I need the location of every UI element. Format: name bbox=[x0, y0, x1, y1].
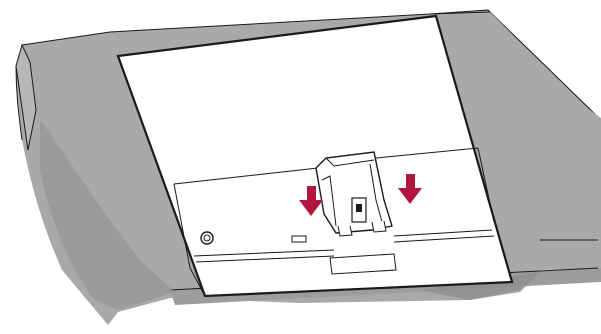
bracket-hook-left bbox=[338, 226, 352, 236]
bracket-hook-right bbox=[372, 221, 386, 232]
bracket-latch-hole bbox=[356, 204, 362, 212]
bottom-panel bbox=[330, 254, 396, 274]
power-button-icon bbox=[201, 232, 213, 244]
